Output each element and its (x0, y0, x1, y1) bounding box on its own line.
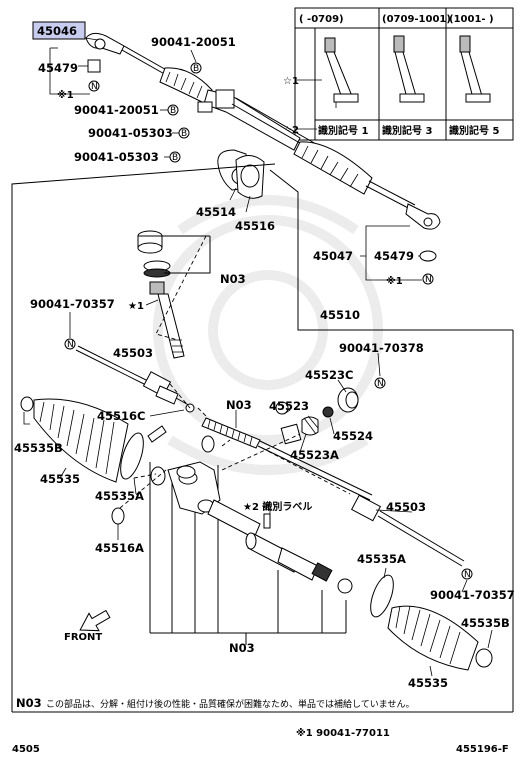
svg-text:B: B (170, 106, 176, 116)
variant-row1-mark: ☆1 (283, 76, 299, 87)
part-45523c[interactable]: 45523C (305, 368, 353, 382)
part-45535a-right[interactable]: 45535A (357, 552, 406, 566)
front-label: FRONT (64, 632, 102, 643)
note-mark-right: ※1 (386, 275, 403, 287)
footnote-box: N03 この部品は、分解・組付け後の性能・品質確保が困難なため、単品では補給して… (11, 329, 514, 713)
left-inner-tie-rod: N (64, 338, 195, 413)
pinion-variant-2 (393, 35, 425, 103)
part-90041-70357-right[interactable]: 90041-70357 (430, 588, 515, 602)
part-45535b-right[interactable]: 45535B (461, 616, 510, 630)
star1-mark: ★1 (128, 301, 144, 312)
part-45516c[interactable]: 45516C (97, 409, 145, 423)
right-boot (370, 574, 493, 671)
note-mark-top: ※1 (57, 89, 74, 101)
part-90041-20051-mid[interactable]: 90041-20051 (74, 103, 159, 117)
mounting-bushings (217, 149, 265, 199)
pinion-assembly (137, 230, 185, 359)
part-90041-70378[interactable]: 90041-70378 (339, 341, 424, 355)
bolt-markers: B B B B (167, 62, 202, 163)
svg-text:N: N (91, 82, 98, 92)
variant-row2-mark: ☆2 (283, 125, 299, 136)
reference-note: ※1 90041-77011 (296, 727, 390, 739)
rack-guide-parts: N (275, 377, 386, 445)
footnote-code: N03 (16, 696, 42, 710)
rack-housing (167, 435, 261, 539)
variant-header-1: ( -0709) (299, 14, 344, 25)
variant-id-1: 識別記号 1 (318, 124, 368, 137)
part-90041-05303-b[interactable]: 90041-05303 (74, 150, 159, 164)
pinion-variant-3 (459, 35, 491, 103)
footnote-text: この部品は、分解・組付け後の性能・品質確保が困難なため、単品では補給していません… (46, 698, 414, 710)
part-45535b-left[interactable]: 45535B (14, 441, 63, 455)
part-45524[interactable]: 45524 (333, 429, 373, 443)
svg-text:N: N (377, 379, 384, 389)
part-45514[interactable]: 45514 (196, 205, 236, 219)
top-left-tie-end: N (87, 59, 101, 92)
right-tie-end-parts: N (419, 250, 437, 285)
rack-tube (245, 513, 353, 594)
svg-text:B: B (193, 64, 199, 74)
part-45479-top[interactable]: 45479 (38, 61, 78, 75)
part-45047[interactable]: 45047 (313, 249, 353, 263)
variant-header-3: (1001- ) (449, 14, 494, 25)
leader-lines (23, 37, 493, 677)
part-45523a[interactable]: 45523A (290, 448, 339, 462)
part-45535-left[interactable]: 45535 (40, 472, 80, 486)
part-90041-20051-top[interactable]: 90041-20051 (151, 35, 236, 49)
page-number-left: 4505 (12, 744, 40, 755)
part-n03-housing[interactable]: N03 (229, 641, 255, 655)
right-inner-tie-rod: N (350, 494, 473, 580)
part-45516a[interactable]: 45516A (95, 541, 144, 555)
svg-text:N: N (67, 340, 74, 350)
part-90041-05303-a[interactable]: 90041-05303 (88, 126, 173, 140)
part-45510[interactable]: 45510 (320, 308, 360, 322)
highlighted-part-box (32, 21, 86, 40)
part-45535a-left[interactable]: 45535A (95, 489, 144, 503)
part-90041-70357-left[interactable]: 90041-70357 (30, 297, 115, 311)
part-45479-right[interactable]: 45479 (374, 249, 414, 263)
variant-header-2: (0709-1001) (382, 14, 451, 25)
left-boot (20, 396, 167, 525)
id-label-note: ★2 識別ラベル (243, 500, 312, 513)
svg-text:B: B (172, 153, 178, 163)
front-arrow (79, 609, 111, 632)
variant-table: ( -0709) (0709-1001) (1001- ) ☆1 ☆2 識別記号… (283, 7, 514, 141)
part-45516[interactable]: 45516 (235, 219, 275, 233)
svg-text:N: N (464, 570, 471, 580)
assembly-dashed-lines (119, 235, 351, 509)
part-labels: 45046 45479 ※1 90041-20051 90041-20051 9… (14, 21, 515, 690)
pinion-variant-1 (324, 37, 359, 108)
part-45523[interactable]: 45523 (269, 399, 309, 413)
part-n03-rack[interactable]: N03 (226, 398, 252, 412)
variant-id-2: 識別記号 3 (382, 124, 432, 137)
svg-text:B: B (181, 129, 187, 139)
svg-text:N: N (425, 275, 432, 285)
part-45503-left[interactable]: 45503 (113, 346, 153, 360)
part-45535-right[interactable]: 45535 (408, 676, 448, 690)
part-45046[interactable]: 45046 (37, 24, 77, 38)
top-rack-assembly (85, 32, 441, 230)
page-number-right: 455196-F (456, 744, 509, 755)
part-45503-right[interactable]: 45503 (386, 500, 426, 514)
variant-id-3: 識別記号 5 (449, 124, 499, 137)
rack-bar (201, 417, 373, 501)
part-n03-pinion[interactable]: N03 (220, 272, 246, 286)
